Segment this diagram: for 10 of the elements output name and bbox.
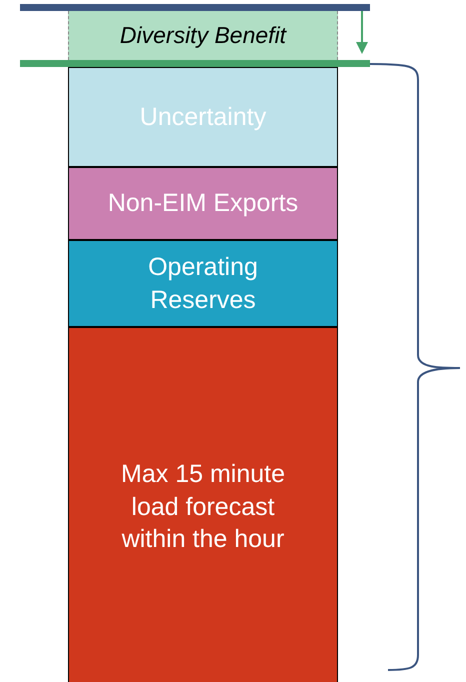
benefit-block bbox=[68, 11, 338, 60]
stack-block bbox=[68, 167, 338, 240]
block-label: Max 15 minute load forecast within the hour bbox=[120, 459, 286, 556]
block-label: Operating Reserves bbox=[147, 252, 259, 316]
stack-block bbox=[68, 327, 338, 682]
stack-block bbox=[68, 67, 338, 167]
stack-block bbox=[68, 240, 338, 327]
block-label: Uncertainty bbox=[138, 102, 268, 133]
block-label: Diversity Benefit bbox=[118, 20, 288, 50]
block-label: Non-EIM Exports bbox=[106, 188, 300, 220]
